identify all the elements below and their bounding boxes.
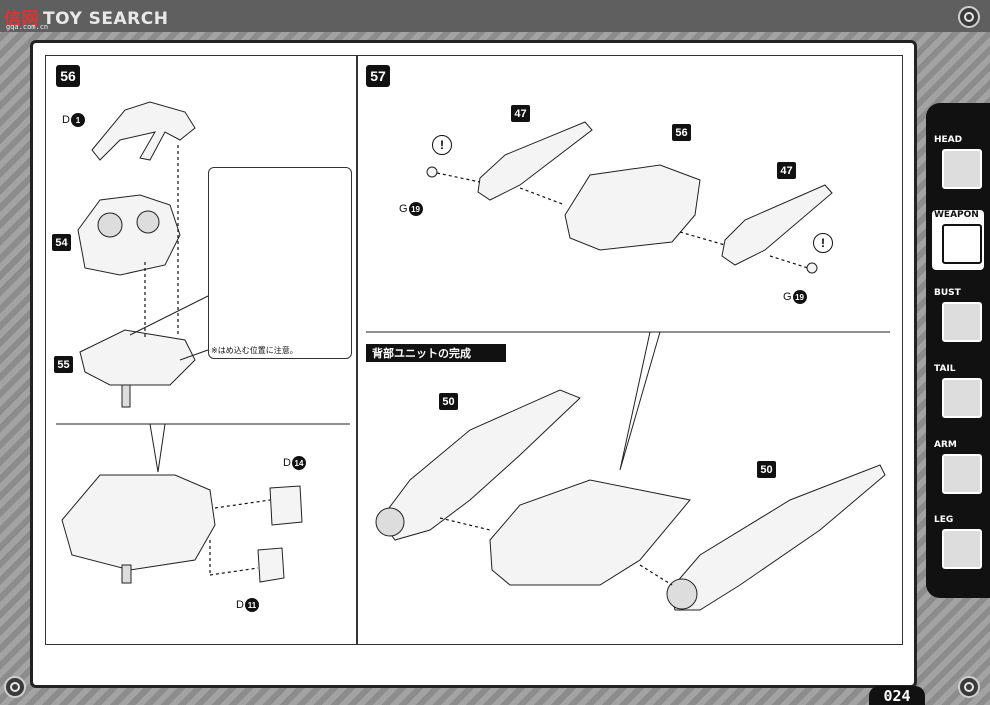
- part-55-drawing: [79, 329, 196, 386]
- tab-bust[interactable]: BUST: [932, 288, 984, 348]
- complete-right-cannon: [669, 464, 886, 611]
- tab-weapon[interactable]: WEAPON: [932, 210, 984, 270]
- tab-arm[interactable]: ARM: [932, 440, 984, 500]
- top-bar: [0, 0, 990, 32]
- part-d1-drawing: [91, 101, 196, 161]
- fitting-note: ※はめ込む位置に注意。: [211, 346, 298, 355]
- tab-leg[interactable]: LEG: [932, 515, 984, 575]
- part-56-drawing: [564, 164, 701, 251]
- step-56-badge: 56: [56, 65, 80, 87]
- watermark-url: gqa.com.cn: [6, 23, 49, 31]
- part-d14-drawing: [269, 485, 303, 526]
- part-50-label: 50: [439, 393, 458, 410]
- screw-icon: [958, 6, 980, 28]
- screw-icon: [958, 676, 980, 698]
- weapon-icon: [942, 224, 982, 264]
- caution-icon: !: [432, 135, 452, 155]
- part-d11-drawing: [257, 547, 285, 583]
- part-55-label: 55: [54, 356, 73, 373]
- part-50-label: 50: [757, 461, 776, 478]
- part-47-right-drawing: [721, 184, 833, 266]
- tail-icon: [942, 378, 982, 418]
- complete-unit-title: 背部ユニットの完成: [366, 344, 506, 362]
- part-56-label: 56: [672, 124, 691, 141]
- part-54-label: 54: [52, 234, 71, 251]
- head-icon: [942, 149, 982, 189]
- inset-detail-box: [208, 167, 352, 359]
- screw-icon: [4, 676, 26, 698]
- part-47-label: 47: [777, 162, 796, 179]
- caution-icon: !: [813, 233, 833, 253]
- part-47-label: 47: [511, 105, 530, 122]
- complete-center-body: [489, 479, 691, 586]
- assembly-lower-left: [61, 474, 216, 571]
- tab-head[interactable]: HEAD: [932, 135, 984, 195]
- step-57-badge: 57: [366, 65, 390, 87]
- leg-icon: [942, 529, 982, 569]
- complete-left-cannon: [379, 389, 581, 541]
- bust-icon: [942, 302, 982, 342]
- tab-tail[interactable]: TAIL: [932, 364, 984, 424]
- panel-divider: [356, 55, 358, 645]
- part-54-drawing: [77, 194, 181, 276]
- arm-icon: [942, 454, 982, 494]
- part-47-left-drawing: [477, 121, 593, 201]
- page-number: 024: [869, 686, 925, 705]
